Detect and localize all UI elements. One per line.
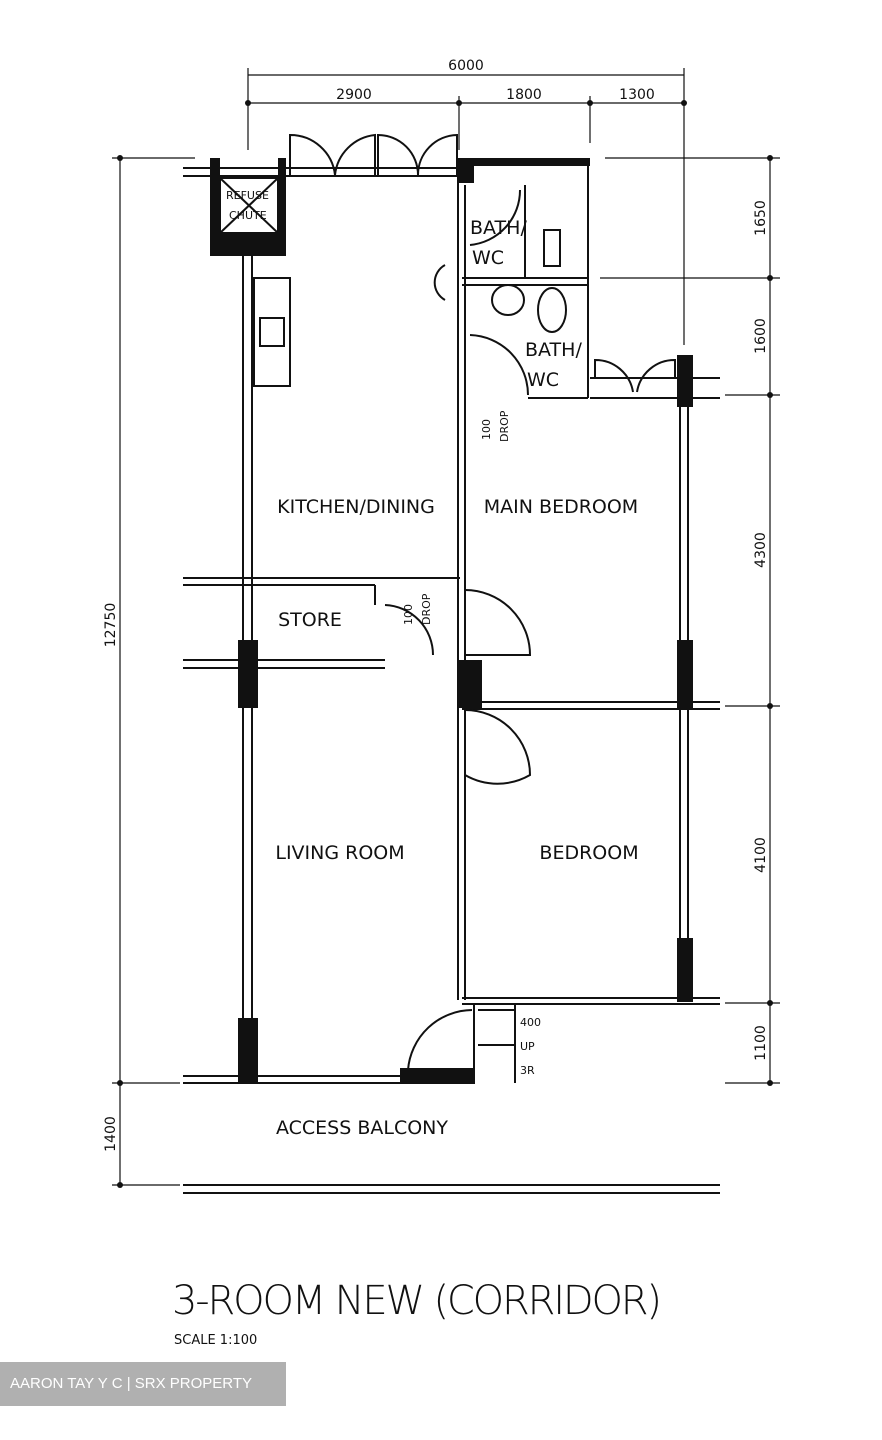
walls [183, 133, 720, 1194]
step-note: 400 [520, 1016, 541, 1029]
room-labels: REFUSE CHUTE BATH/ WC BATH/ WC KITCHEN/D… [226, 189, 639, 1139]
watermark: AARON TAY Y C | SRX PROPERTY [0, 1362, 286, 1406]
step-note-2: UP [520, 1040, 535, 1053]
bath-wc-2-label-2: WC [527, 369, 559, 391]
bath-wc-1-label: BATH/ [470, 217, 527, 239]
access-balcony-label: ACCESS BALCONY [276, 1117, 448, 1139]
dimension-labels: 6000 2900 1800 1300 1650 1600 4300 4100 … [103, 58, 769, 1152]
store-drop-note-2: DROP [420, 593, 433, 625]
living-room-label: LIVING ROOM [275, 842, 404, 864]
bath-wc-2-label: BATH/ [525, 339, 582, 361]
plan-scale: SCALE 1:100 [174, 1333, 257, 1348]
refuse-chute-label-2: CHUTE [229, 209, 267, 222]
dim-top-3: 1300 [619, 87, 655, 103]
bath-wc-1-label-2: WC [472, 247, 504, 269]
dimension-lines [112, 68, 780, 1186]
plan-title: 3-ROOM NEW (CORRIDOR) [172, 1278, 662, 1324]
store-label: STORE [278, 609, 342, 631]
dim-top-total: 6000 [448, 58, 484, 74]
store-drop-note: 100 [402, 604, 415, 625]
step-note-3: 3R [520, 1064, 535, 1077]
dim-top-1: 2900 [336, 87, 372, 103]
kitchen-dining-label: KITCHEN/DINING [277, 496, 435, 518]
main-bedroom-label: MAIN BEDROOM [484, 496, 638, 518]
dim-right-5: 1100 [753, 1025, 769, 1061]
dim-left-total: 12750 [103, 603, 119, 648]
drop-note-2: DROP [498, 410, 511, 442]
dim-top-2: 1800 [506, 87, 542, 103]
columns [210, 158, 693, 1084]
dim-right-2: 1600 [753, 318, 769, 354]
dim-right-1: 1650 [753, 200, 769, 236]
dim-right-3: 4300 [753, 532, 769, 568]
dim-left-balcony: 1400 [103, 1116, 119, 1152]
dim-right-4: 4100 [753, 837, 769, 873]
bedroom-label: BEDROOM [539, 842, 638, 864]
drop-note: 100 [480, 419, 493, 440]
refuse-chute-label: REFUSE [226, 189, 269, 202]
dimension-ticks [117, 100, 773, 1188]
